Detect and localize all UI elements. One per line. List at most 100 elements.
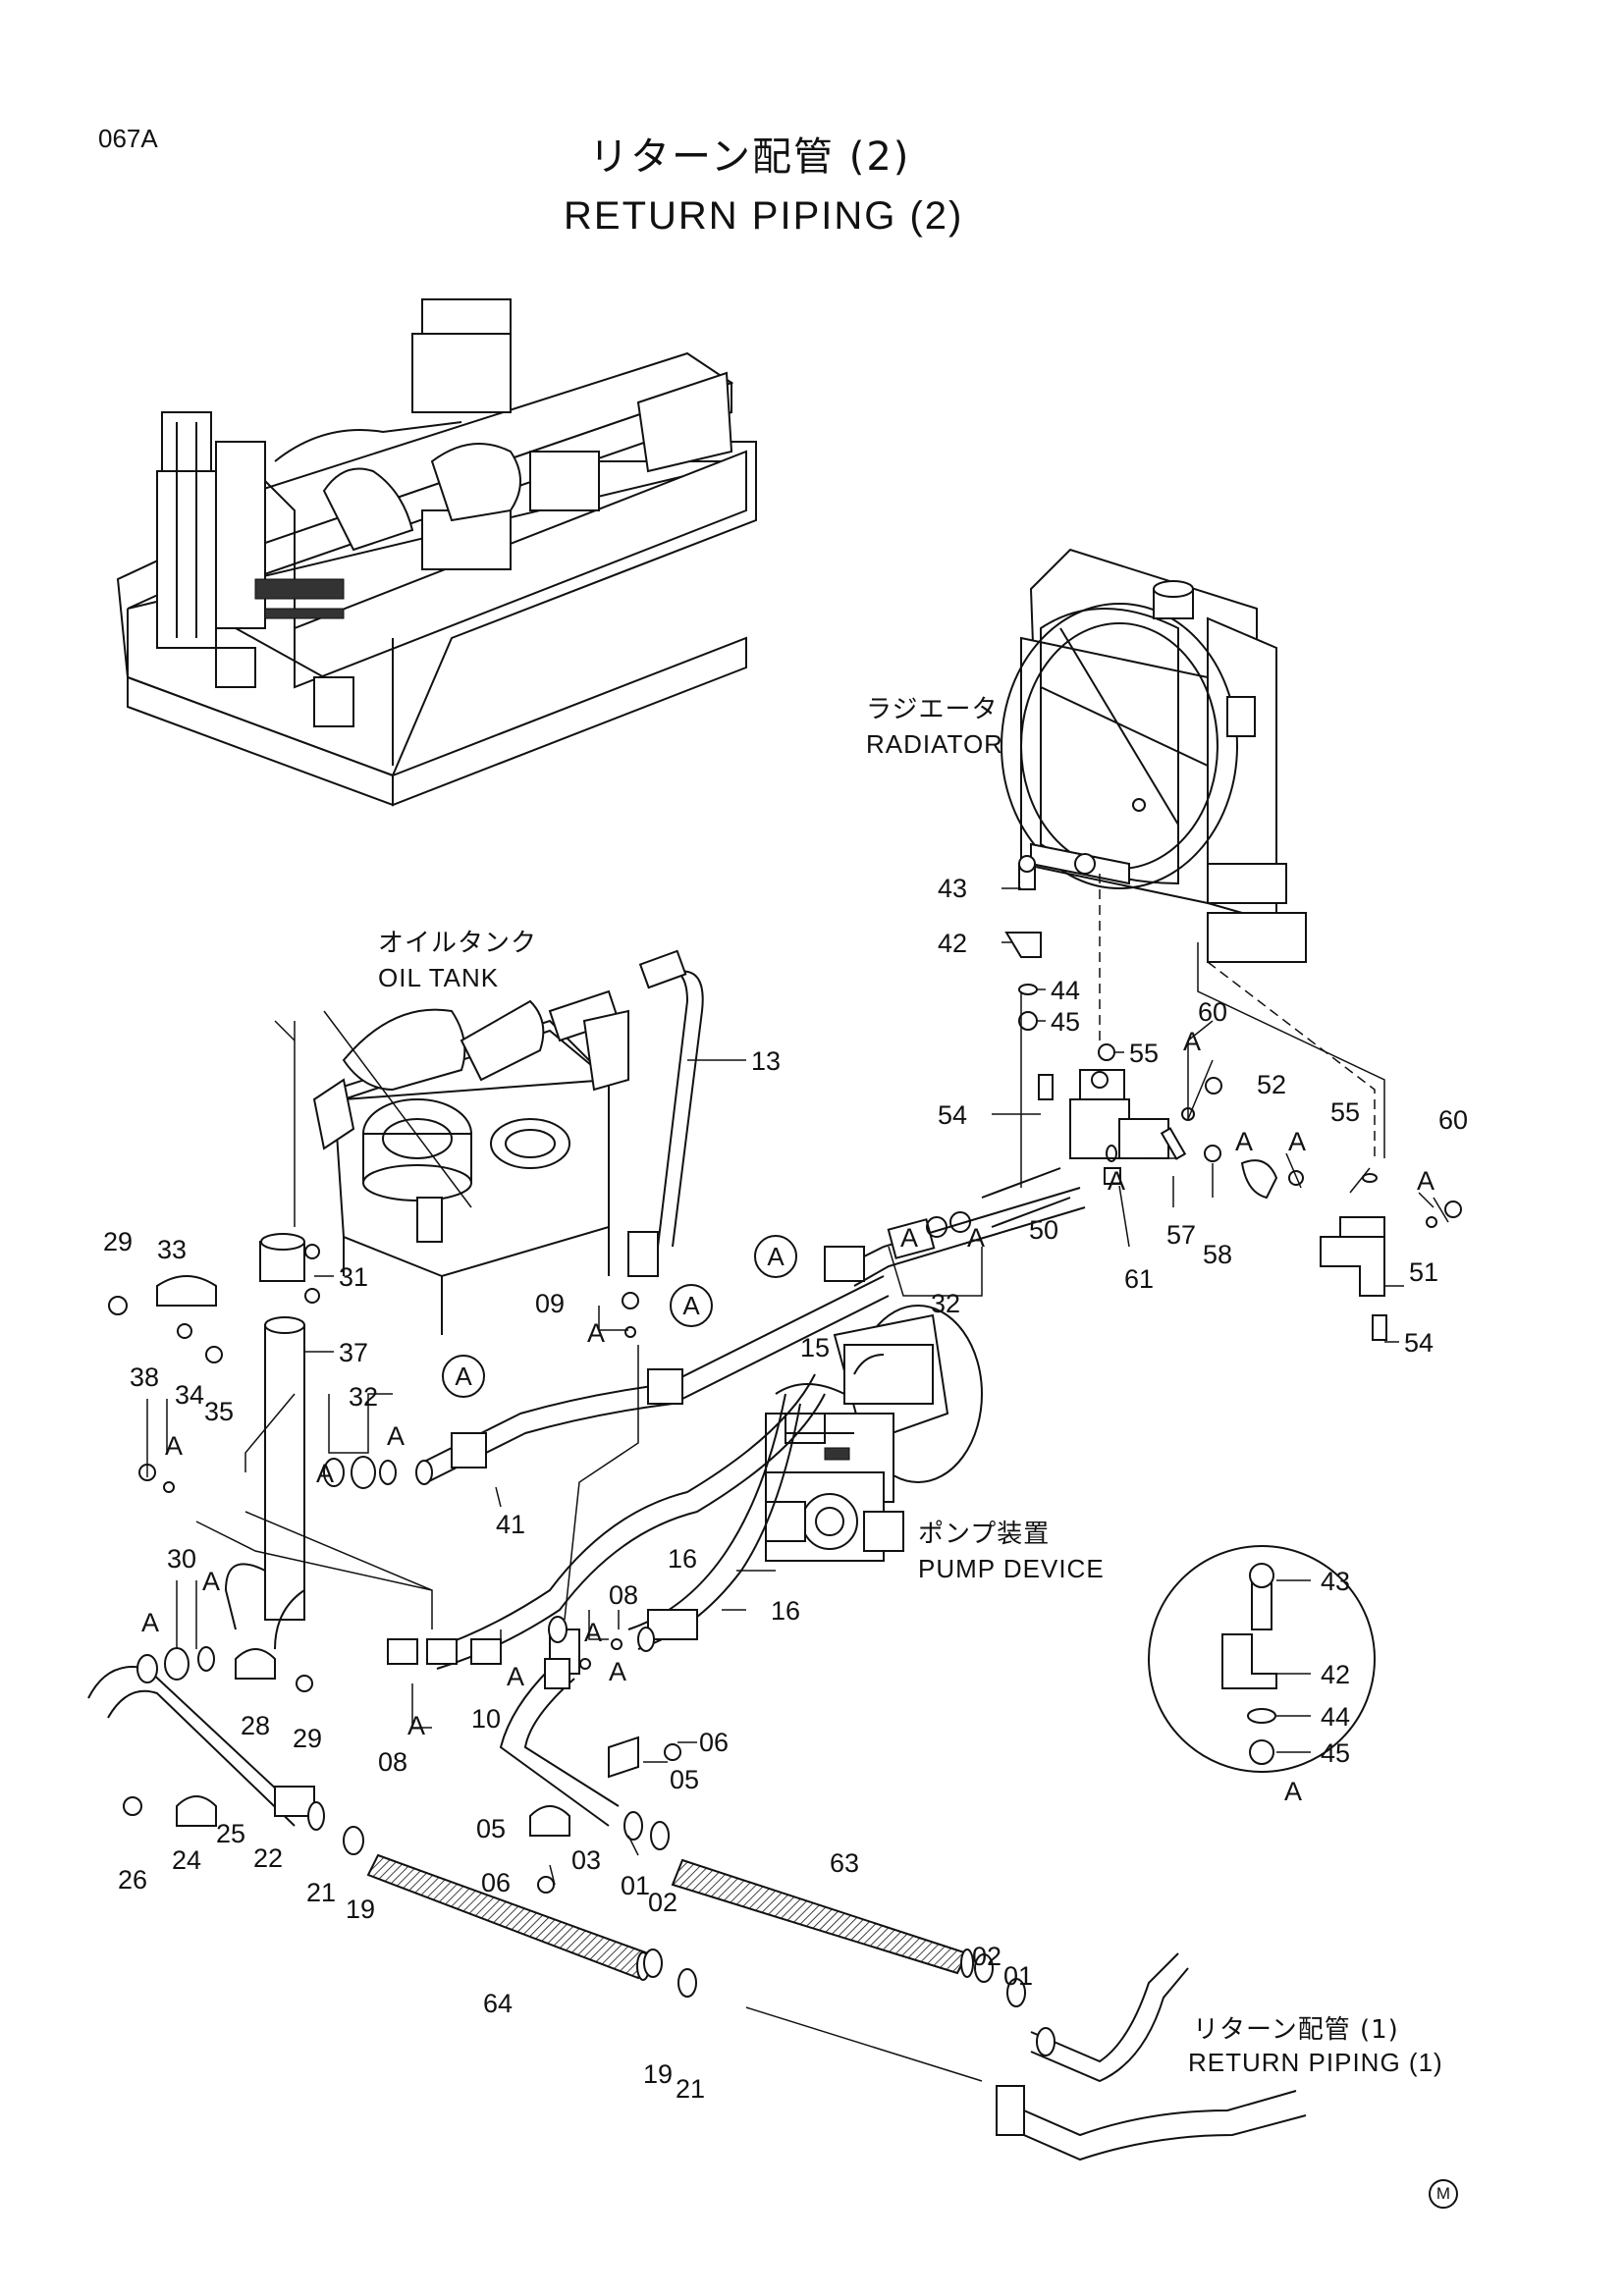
part-number: 58 [1203,1240,1233,1269]
part-number: 09 [535,1289,566,1318]
pipe-50 [824,1069,1169,1287]
ref-a: A [584,1618,603,1647]
ref-a: A [1183,1027,1202,1056]
part-number: 29 [103,1227,134,1256]
part-number: 60 [1438,1105,1469,1135]
hose-63 [671,1858,974,1978]
return-piping-1-label-jp: リターン配管 (1) [1193,2015,1399,2045]
part-number: 08 [378,1747,408,1777]
hose-16 [431,1373,826,1670]
ref-a: A [1417,1166,1435,1196]
view-a-marker: A [754,1235,797,1278]
part-number: 06 [481,1868,512,1897]
part-number: 22 [253,1843,284,1873]
part-number: 37 [339,1338,369,1367]
part-number: 57 [1166,1220,1197,1250]
part-number: 13 [751,1046,782,1076]
ref-a: A [967,1223,986,1253]
detail-part-number: 42 [1321,1660,1351,1689]
part-number: 08 [609,1580,639,1610]
part-number: 33 [157,1235,188,1264]
part-number: 42 [938,929,968,958]
machine-overview-drawing [116,298,757,807]
part-number: 15 [800,1333,831,1362]
ref-a: A [165,1431,184,1461]
hose-13 [627,949,704,1277]
radiator-label-jp: ラジエータ [866,695,999,724]
part-number: 51 [1409,1257,1439,1287]
ref-a: A [387,1421,406,1451]
pipe-37 [224,1316,305,1650]
part-number: 21 [306,1878,337,1907]
return-piping-1-label-en: RETURN PIPING (1) [1188,2048,1443,2077]
part-number: 21 [676,2074,706,2104]
part-number: 32 [349,1382,379,1412]
ref-a: A [587,1318,606,1348]
radiator-label-en: RADIATOR [866,729,1003,759]
part-number: 01 [621,1871,651,1900]
part-number: 05 [476,1814,507,1843]
part-number: 31 [339,1262,369,1292]
detail-part-number: 44 [1321,1702,1351,1732]
ref-a: A [609,1657,627,1686]
part-number: 45 [1051,1007,1081,1037]
part-number: 32 [931,1289,961,1318]
part-number: 43 [938,874,968,903]
part-number: 54 [1404,1328,1435,1358]
ref-a: A [507,1662,525,1691]
part-number: 54 [938,1100,968,1130]
part-number: 24 [172,1845,202,1875]
detail-part-number: 45 [1321,1738,1351,1768]
part-number: 41 [496,1510,526,1539]
part-number: 28 [241,1711,271,1740]
part-number: 26 [118,1865,148,1895]
part-number: 02 [972,1942,1002,1971]
part-number: 34 [175,1380,205,1410]
detail-view-a [1148,1545,1376,1773]
ref-a: A [1288,1127,1307,1156]
part-number: 61 [1124,1264,1155,1294]
part-number: 05 [670,1765,700,1794]
oil-tank-label-jp: オイルタンク [378,929,538,958]
part-number: 02 [648,1888,678,1917]
part-number: 16 [771,1596,801,1626]
title-english: RETURN PIPING (2) [564,194,964,238]
oil-tank-label-en: OIL TANK [378,963,500,992]
fittings [108,855,1462,2056]
ref-a: A [1108,1166,1126,1196]
part-number: 01 [1003,1961,1034,1991]
page-code: 067A [98,124,158,153]
detail-part-number: 43 [1321,1567,1351,1596]
pump-device-label-en: PUMP DEVICE [918,1554,1105,1583]
part-number: 44 [1051,976,1081,1005]
part-number: 64 [483,1989,514,2018]
part-number: 30 [167,1544,197,1574]
part-number: 03 [571,1845,602,1875]
part-number: 19 [346,1895,376,1924]
part-number: 19 [643,2059,674,2089]
part-number: 55 [1330,1097,1361,1127]
oil-tank-drawing [312,989,629,1335]
part-number: 52 [1257,1070,1287,1099]
part-number: 60 [1198,997,1228,1027]
ref-a: A [316,1459,335,1488]
ref-a: A [141,1608,160,1637]
ref-a: A [1235,1127,1254,1156]
part-number: 16 [668,1544,698,1574]
view-a-marker: A [670,1284,713,1327]
part-number: 25 [216,1819,246,1848]
corner-m-mark: M [1429,2179,1458,2209]
pump-device-label-jp: ポンプ装置 [918,1520,1051,1549]
view-a-marker: A [442,1355,485,1398]
part-number: 10 [471,1704,502,1734]
detail-view-a-label: A [1284,1777,1303,1806]
pipe-41 [415,1275,890,1485]
part-number: 38 [130,1362,160,1392]
title-japanese: リターン配管 (2) [589,134,911,180]
part-number: 29 [293,1724,323,1753]
part-number: 55 [1129,1039,1160,1068]
part-number: 50 [1029,1215,1059,1245]
part-number: 06 [699,1728,730,1757]
ref-a: A [900,1223,919,1253]
